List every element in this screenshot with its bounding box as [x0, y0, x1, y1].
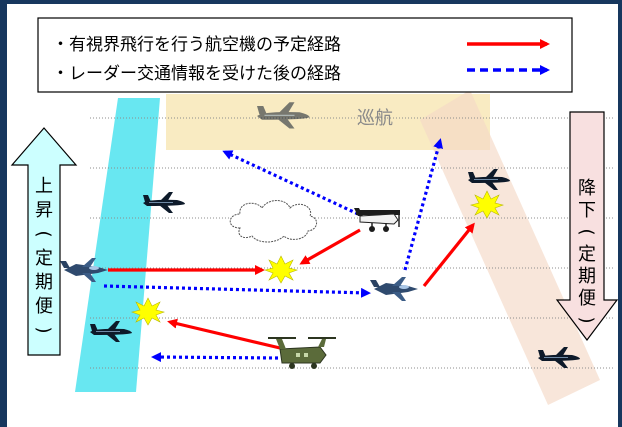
descent-char: 期: [578, 266, 596, 287]
frame-right: [618, 0, 622, 427]
collision-burst-icon: [264, 255, 298, 284]
legend-revised-label: ・レーダー交通情報を受けた後の経路: [52, 64, 341, 84]
ascent-band: [75, 98, 160, 392]
ascent-label: 上昇 ( 定期便): [33, 176, 54, 334]
ascent-char: 昇: [35, 200, 53, 221]
ascent-arrow: [10, 127, 78, 356]
revised-route-cessna-to-upper-left: [222, 150, 359, 216]
descent-char: (: [576, 228, 597, 235]
descent-char: 下: [578, 200, 596, 221]
ascent-char: ): [33, 326, 54, 333]
planned-route-helicopter-to-collision: [167, 318, 281, 350]
descent-char: 定: [578, 244, 596, 265]
legend-planned-label: ・有視界飛行を行う航空機の予定経路: [52, 35, 341, 55]
helicopter-icon: [268, 337, 336, 369]
ascent-char: 定: [35, 248, 53, 269]
descent-char: ): [576, 316, 597, 323]
descent-arrow: [555, 111, 619, 341]
descent-label: 降下 ( 定期便): [576, 178, 597, 324]
ascent-char: (: [33, 230, 54, 237]
planned-route-cessna-to-collision: [299, 228, 361, 265]
descent-char: 便: [578, 288, 596, 309]
frame-left: [0, 0, 7, 427]
planned-route-fighter2-to-descent-collision: [422, 222, 475, 288]
legend-box: [37, 17, 573, 93]
ascent-char: 期: [35, 272, 53, 293]
revised-route-fighter2-upward: [403, 138, 443, 271]
revised-route-fighter-low: [103, 284, 371, 298]
legend: ・有視界飛行を行う航空機の予定経路 ・レーダー交通情報を受けた後の経路: [37, 17, 573, 93]
cessna-icon: [354, 208, 400, 232]
descent-char: 降: [578, 178, 596, 199]
cruise-label: 巡航: [357, 108, 393, 129]
revised-route-helicopter-left: [151, 352, 279, 363]
cruise-band: [166, 94, 490, 150]
revised-routes: [103, 138, 443, 363]
altitude-lines: [90, 117, 615, 369]
frame-top: [0, 0, 622, 4]
ascent-char: 便: [35, 296, 53, 317]
planned-routes: [108, 222, 475, 350]
descent-band: [420, 90, 600, 405]
fighter-jet-icon: [370, 277, 418, 301]
ascent-char: 上: [35, 176, 53, 197]
cloud-icon: [229, 200, 317, 243]
